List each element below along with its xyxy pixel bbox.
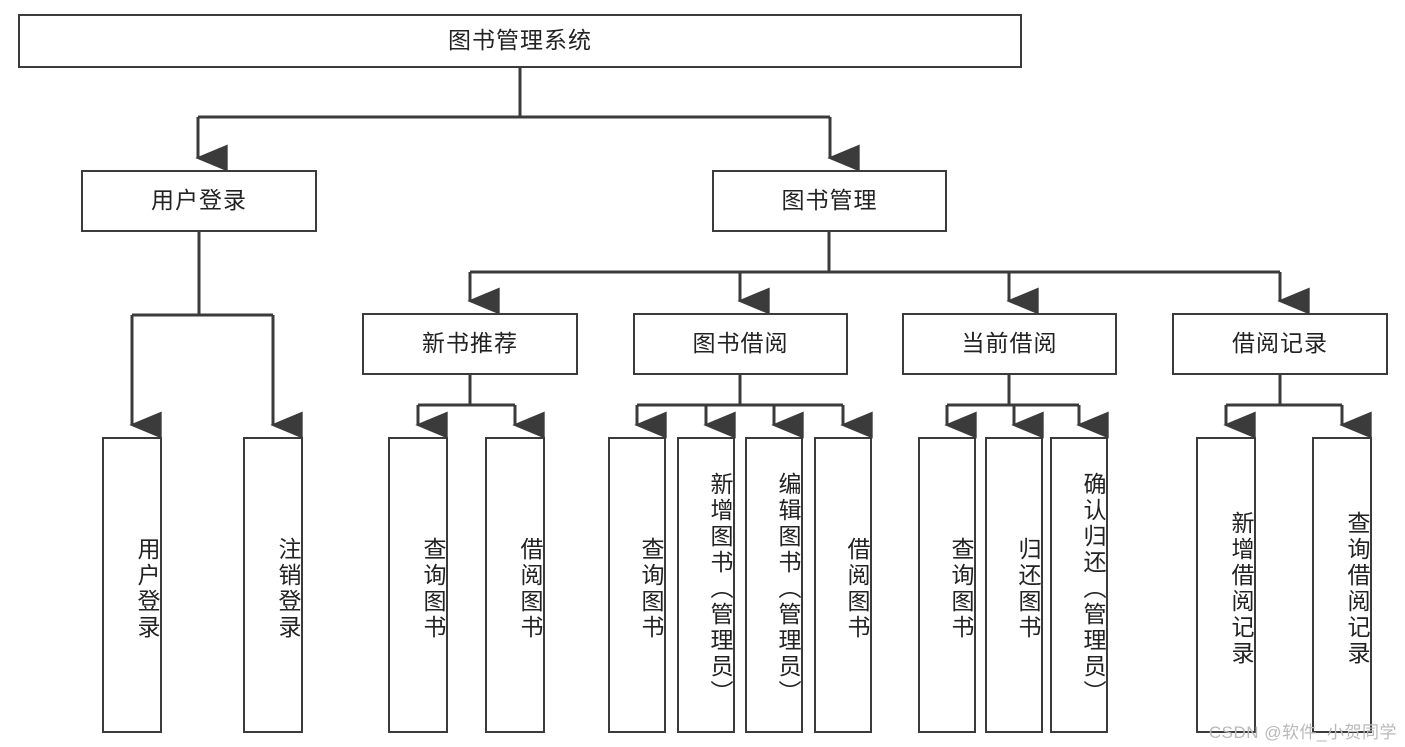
node-user-login[interactable]: 用户登录 xyxy=(81,170,317,232)
node-label: 编辑图书（管理员） xyxy=(775,472,801,706)
node-book-borrow[interactable]: 图书借阅 xyxy=(633,313,848,375)
node-label: 图书管理 xyxy=(781,187,878,214)
node-label: 新增借阅记录 xyxy=(1228,511,1254,667)
node-label: 借阅记录 xyxy=(1232,330,1328,357)
leaf-current-query-book[interactable]: 查询图书 xyxy=(918,437,976,733)
node-label: 查询图书 xyxy=(948,537,974,641)
node-label: 新增图书（管理员） xyxy=(707,472,733,706)
leaf-borrow-add-book-admin[interactable]: 新增图书（管理员） xyxy=(677,437,735,733)
leaf-user-login-logout[interactable]: 注销登录 xyxy=(243,437,303,733)
node-label: 借阅图书 xyxy=(517,537,543,641)
node-label: 查询图书 xyxy=(638,537,664,641)
leaf-borrow-edit-book-admin[interactable]: 编辑图书（管理员） xyxy=(745,437,803,733)
node-label: 图书借阅 xyxy=(692,330,789,357)
csdn-watermark: CSDN @软件_小贺同学 xyxy=(1208,723,1397,742)
leaf-borrow-query-book[interactable]: 查询图书 xyxy=(608,437,666,733)
node-label: 借阅图书 xyxy=(844,537,870,641)
node-borrow-record[interactable]: 借阅记录 xyxy=(1172,313,1388,375)
leaf-record-add-record[interactable]: 新增借阅记录 xyxy=(1196,437,1256,733)
node-label: 新书推荐 xyxy=(422,330,518,357)
leaf-recommend-query-book[interactable]: 查询图书 xyxy=(388,437,448,733)
leaf-user-login-login[interactable]: 用户登录 xyxy=(102,437,162,733)
node-new-book-recommend[interactable]: 新书推荐 xyxy=(362,313,578,375)
node-root-book-management-system[interactable]: 图书管理系统 xyxy=(18,14,1022,68)
node-label: 查询图书 xyxy=(420,537,446,641)
node-label: 图书管理系统 xyxy=(448,27,592,54)
node-label: 用户登录 xyxy=(134,537,160,641)
leaf-current-return-book[interactable]: 归还图书 xyxy=(985,437,1043,733)
node-label: 归还图书 xyxy=(1015,537,1041,641)
leaf-recommend-borrow-book[interactable]: 借阅图书 xyxy=(485,437,545,733)
node-label: 当前借阅 xyxy=(961,330,1058,357)
leaf-borrow-borrow-book[interactable]: 借阅图书 xyxy=(814,437,872,733)
node-label: 注销登录 xyxy=(275,537,301,641)
node-label: 确认归还（管理员） xyxy=(1080,472,1106,706)
node-book-management[interactable]: 图书管理 xyxy=(712,170,947,232)
node-label: 用户登录 xyxy=(151,187,247,214)
node-current-borrow[interactable]: 当前借阅 xyxy=(902,313,1117,375)
leaf-current-confirm-return-admin[interactable]: 确认归还（管理员） xyxy=(1050,437,1108,733)
node-label: 查询借阅记录 xyxy=(1344,511,1370,667)
leaf-record-query-record[interactable]: 查询借阅记录 xyxy=(1312,437,1372,733)
